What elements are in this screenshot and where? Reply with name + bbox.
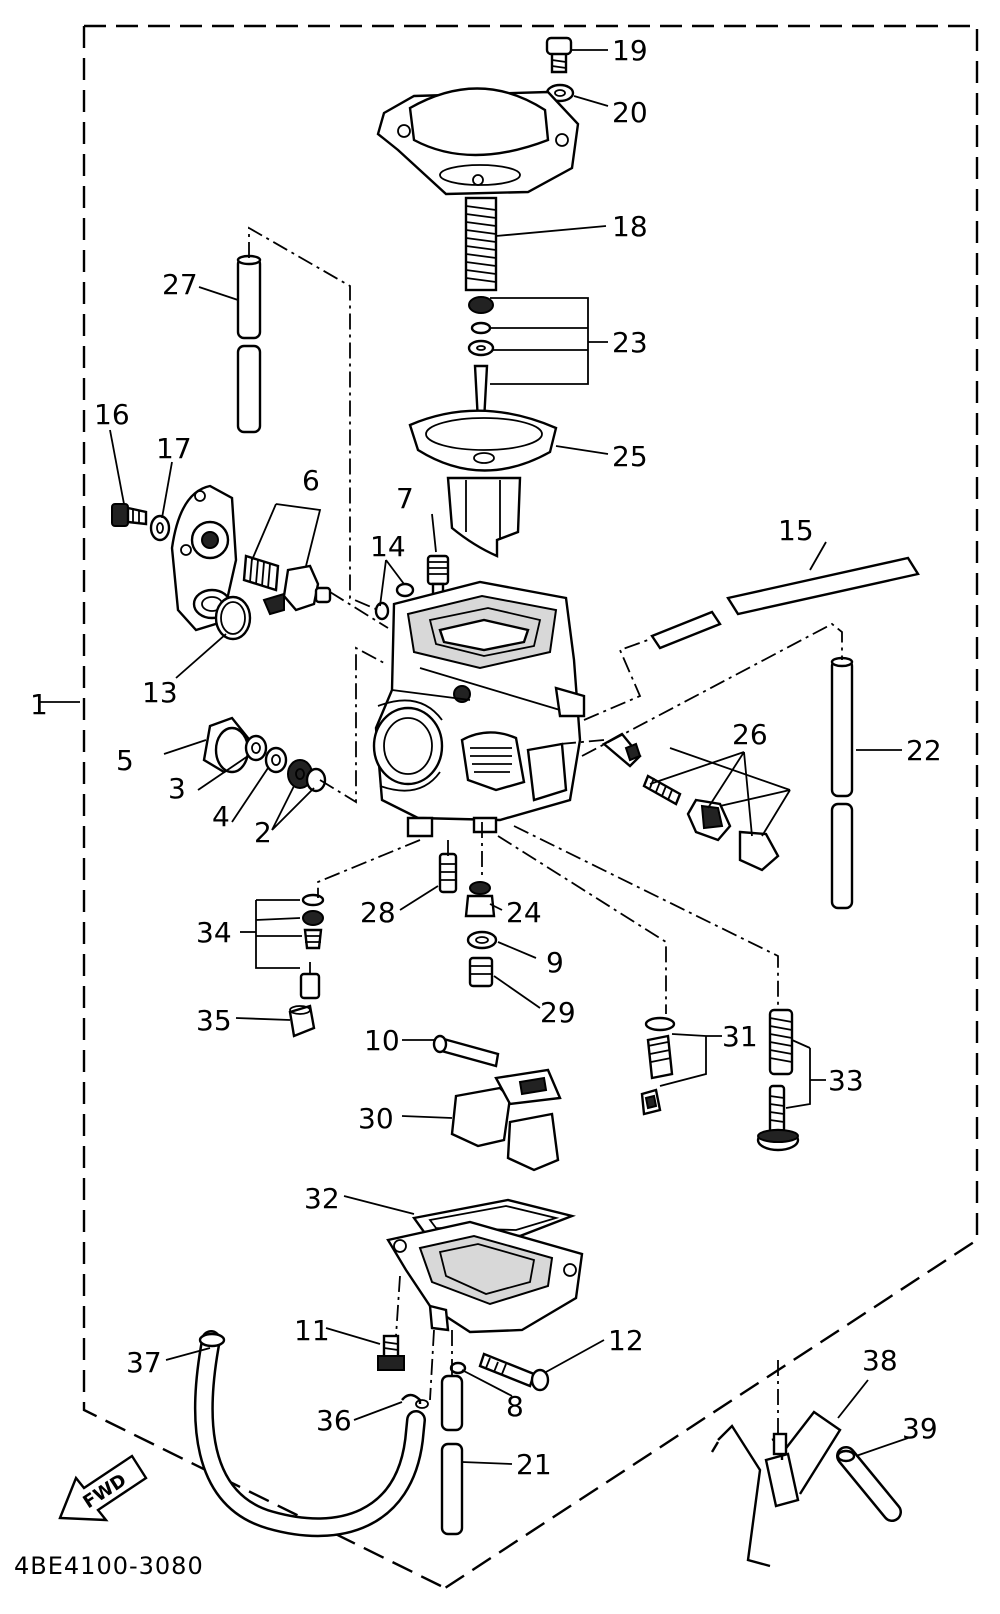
callout-15: 15	[778, 514, 814, 547]
part-8-o-ring	[449, 1361, 467, 1375]
callout-2: 2	[254, 816, 272, 849]
callout-10: 10	[364, 1024, 400, 1057]
callout-1: 1	[30, 688, 48, 721]
part-5-cap	[202, 716, 250, 774]
callout-30: 30	[358, 1102, 394, 1135]
part-27-tube	[236, 254, 262, 434]
connector-lines	[40, 49, 909, 1465]
callout-8: 8	[506, 1390, 524, 1423]
part-17-washer	[149, 514, 171, 542]
fwd-arrow-icon	[58, 1454, 148, 1522]
callout-labels: 1 2 3 4 5 6 7 8 9 10 11 12 13 14 15 16 1…	[30, 34, 942, 1481]
part-11-screw	[377, 1334, 405, 1371]
callout-5: 5	[116, 744, 134, 777]
callout-17: 17	[156, 432, 192, 465]
callout-4: 4	[212, 800, 230, 833]
callout-11: 11	[294, 1314, 330, 1347]
part-13-o-ring	[214, 595, 252, 641]
callout-37: 37	[126, 1346, 162, 1379]
part-25-diaphragm	[408, 409, 558, 558]
part-24-jet-holder	[464, 881, 496, 918]
callout-35: 35	[196, 1004, 232, 1037]
callout-12: 12	[608, 1324, 644, 1357]
part-10-pin	[432, 1034, 500, 1068]
callout-32: 32	[304, 1182, 340, 1215]
callout-6: 6	[302, 464, 320, 497]
callout-27: 27	[162, 268, 198, 301]
callout-16: 16	[94, 398, 130, 431]
callout-3: 3	[168, 772, 186, 805]
callout-36: 36	[316, 1404, 352, 1437]
callout-26: 26	[732, 718, 768, 751]
part-float-bowl	[386, 1220, 584, 1334]
part-26-pilot-screw-set	[601, 732, 780, 872]
callout-13: 13	[142, 676, 178, 709]
callout-38: 38	[862, 1344, 898, 1377]
callout-7: 7	[396, 482, 414, 515]
callout-20: 20	[612, 96, 648, 129]
part-38-bracket	[710, 1410, 842, 1568]
part-29-jet	[468, 956, 494, 988]
part-carburetor-body	[372, 580, 586, 838]
callout-31: 31	[722, 1020, 758, 1053]
callout-39: 39	[902, 1412, 938, 1445]
callout-23: 23	[612, 326, 648, 359]
part-39-hose	[836, 1446, 902, 1522]
callout-9: 9	[546, 946, 564, 979]
callout-14: 14	[370, 530, 406, 563]
callout-25: 25	[612, 440, 648, 473]
part-top-cover	[376, 87, 580, 196]
part-21-tube	[440, 1330, 464, 1536]
callout-19: 19	[612, 34, 648, 67]
callout-18: 18	[612, 210, 648, 243]
part-35-cap	[288, 1004, 316, 1038]
part-37-hose	[193, 1330, 426, 1538]
part-14-washers	[374, 582, 415, 621]
part-28-jet	[438, 852, 458, 894]
part-3-washer	[244, 734, 268, 762]
callout-33: 33	[828, 1064, 864, 1097]
part-23-needle-set	[467, 296, 495, 442]
part-34-screw-set	[299, 893, 325, 1000]
callout-22: 22	[906, 734, 942, 767]
part-22-tube	[830, 656, 854, 910]
part-2-seal	[287, 759, 327, 793]
drawing-code: 4BE4100-3080	[14, 1552, 204, 1580]
callout-34: 34	[196, 916, 232, 949]
part-9-washer	[466, 930, 498, 950]
part-30-float	[450, 1068, 562, 1172]
callout-28: 28	[360, 896, 396, 929]
callout-29: 29	[540, 996, 576, 1029]
part-15-hose	[650, 556, 920, 650]
part-6-plunger	[242, 554, 332, 616]
part-33-screw-spring	[756, 1008, 800, 1152]
callout-21: 21	[516, 1448, 552, 1481]
part-31-needle-valve	[640, 1016, 676, 1116]
part-36-clip	[401, 1393, 429, 1409]
part-12-screw	[478, 1352, 550, 1392]
part-18-spring	[464, 196, 498, 292]
part-16-screw	[111, 503, 148, 527]
callout-24: 24	[506, 896, 542, 929]
part-19-screw	[545, 36, 573, 74]
part-4-washer	[264, 746, 288, 774]
